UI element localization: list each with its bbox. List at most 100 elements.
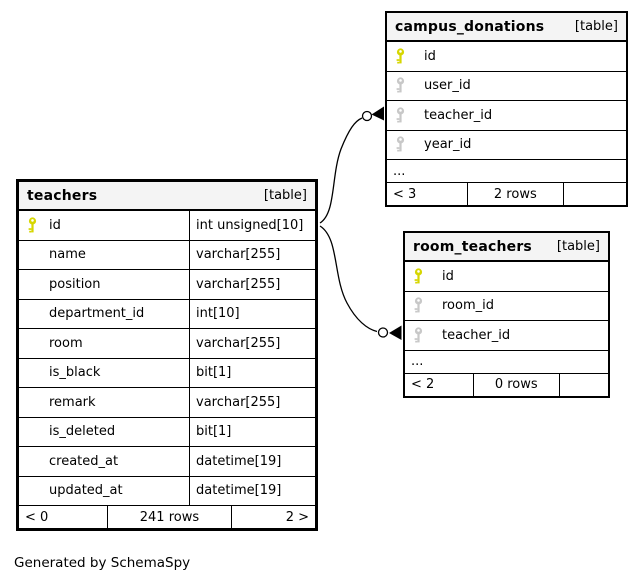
column-row-teacher_id[interactable]: teacher_id	[405, 321, 608, 351]
column-row-room_id[interactable]: room_id	[405, 292, 608, 321]
column-name: user_id	[424, 78, 471, 94]
table-name[interactable]: room_teachers	[413, 238, 532, 255]
column-row-updated_at[interactable]: updated_at datetime[19]	[19, 476, 315, 506]
table-campus_donations: campus_donations [table] id user_id teacher_…	[385, 11, 628, 207]
column-name-cell: id	[387, 42, 436, 71]
table-type-badge: [table]	[574, 19, 618, 34]
relationship-edge-teachers-room_teachers	[319, 225, 402, 340]
column-name-cell: room_id	[405, 292, 494, 321]
column-type-cell: varchar[255]	[190, 241, 315, 270]
parents-count: < 0	[25, 509, 49, 525]
column-type-cell: bit[1]	[190, 359, 315, 388]
column-type-cell: datetime[19]	[190, 447, 315, 476]
column-name: is_deleted	[49, 424, 116, 440]
table-name[interactable]: campus_donations	[395, 18, 545, 35]
parents-count: < 2	[411, 377, 435, 392]
column-name: is_black	[49, 365, 101, 381]
rows-count: 2 rows	[466, 183, 563, 205]
key-icon-spacer	[27, 246, 40, 263]
children-count	[558, 373, 608, 396]
column-type-cell: bit[1]	[190, 418, 315, 447]
key-icon-spacer	[27, 305, 40, 322]
column-row-year_id[interactable]: year_id	[387, 131, 626, 160]
column-name-cell: teacher_id	[405, 321, 510, 350]
foreign-key-icon	[395, 77, 408, 94]
column-name: created_at	[49, 453, 119, 469]
column-type: bit[1]	[196, 424, 232, 440]
table-name[interactable]: teachers	[27, 187, 98, 204]
column-row-id[interactable]: id	[405, 262, 608, 292]
more-columns-ellipsis: ...	[405, 351, 608, 374]
arrowhead-icon	[371, 106, 384, 121]
column-name-cell: teacher_id	[387, 101, 492, 130]
column-name-cell: updated_at	[19, 476, 190, 505]
rows-count: 241 rows	[107, 506, 230, 528]
column-row-id[interactable]: id	[387, 42, 626, 72]
column-row-remark[interactable]: remark varchar[255]	[19, 388, 315, 418]
column-type-cell: int unsigned[10]	[190, 211, 315, 240]
key-icon-spacer	[27, 364, 40, 381]
column-type-cell: int[10]	[190, 300, 315, 329]
table-type-badge: [table]	[556, 239, 600, 254]
column-name: department_id	[49, 306, 145, 322]
column-type: varchar[255]	[196, 276, 281, 292]
column-name: id	[442, 268, 454, 284]
column-type: varchar[255]	[196, 247, 281, 263]
column-row-name[interactable]: name varchar[255]	[19, 240, 315, 270]
column-name-cell: is_black	[19, 358, 190, 387]
column-name-cell: department_id	[19, 299, 190, 328]
column-type: datetime[19]	[196, 483, 282, 499]
table-type-badge: [table]	[263, 188, 307, 203]
column-name-cell: is_deleted	[19, 417, 190, 446]
column-type-cell: varchar[255]	[190, 329, 315, 358]
relationship-edge-teachers-campus_donations	[319, 106, 384, 224]
cardinality-circle	[361, 110, 373, 122]
column-name: room_id	[442, 298, 494, 314]
table-header: teachers [table]	[19, 182, 315, 211]
column-name-cell: name	[19, 240, 190, 269]
column-name: teacher_id	[442, 327, 511, 343]
column-row-is_black[interactable]: is_black bit[1]	[19, 358, 315, 388]
column-type-cell: datetime[19]	[190, 477, 315, 506]
parents-count: < 3	[393, 186, 417, 202]
column-row-room[interactable]: room varchar[255]	[19, 329, 315, 359]
column-type: bit[1]	[196, 365, 232, 381]
cardinality-circle	[377, 327, 389, 338]
key-icon-spacer	[27, 453, 40, 470]
column-name-cell: created_at	[19, 447, 190, 476]
arrowhead-icon	[389, 325, 402, 340]
column-type-cell: varchar[255]	[190, 270, 315, 299]
more-columns-ellipsis: ...	[387, 160, 626, 183]
column-row-teacher_id[interactable]: teacher_id	[387, 101, 626, 131]
table-room_teachers: room_teachers [table] id room_id teacher_id.…	[403, 231, 610, 398]
foreign-key-icon	[395, 107, 408, 124]
column-name: updated_at	[49, 483, 123, 499]
foreign-key-icon	[395, 136, 408, 153]
column-row-created_at[interactable]: created_at datetime[19]	[19, 447, 315, 477]
column-name-cell: year_id	[387, 131, 471, 160]
children-count	[563, 183, 626, 205]
column-type: varchar[255]	[196, 335, 281, 351]
foreign-key-icon	[413, 297, 426, 314]
column-type-cell: varchar[255]	[190, 388, 315, 417]
column-type: int[10]	[196, 306, 240, 322]
column-name-cell: user_id	[387, 72, 471, 101]
column-row-is_deleted[interactable]: is_deleted bit[1]	[19, 417, 315, 447]
column-name: remark	[49, 394, 96, 410]
table-header: campus_donations [table]	[387, 13, 626, 42]
column-type: varchar[255]	[196, 394, 281, 410]
key-icon-spacer	[27, 276, 40, 293]
column-row-user_id[interactable]: user_id	[387, 72, 626, 101]
foreign-key-icon	[413, 327, 426, 344]
primary-key-icon	[27, 217, 40, 234]
column-row-department_id[interactable]: department_id int[10]	[19, 299, 315, 329]
column-name: id	[424, 48, 436, 64]
key-icon-spacer	[27, 394, 40, 411]
primary-key-icon	[413, 268, 426, 285]
column-name-cell: remark	[19, 388, 190, 417]
column-name-cell: room	[19, 329, 190, 358]
